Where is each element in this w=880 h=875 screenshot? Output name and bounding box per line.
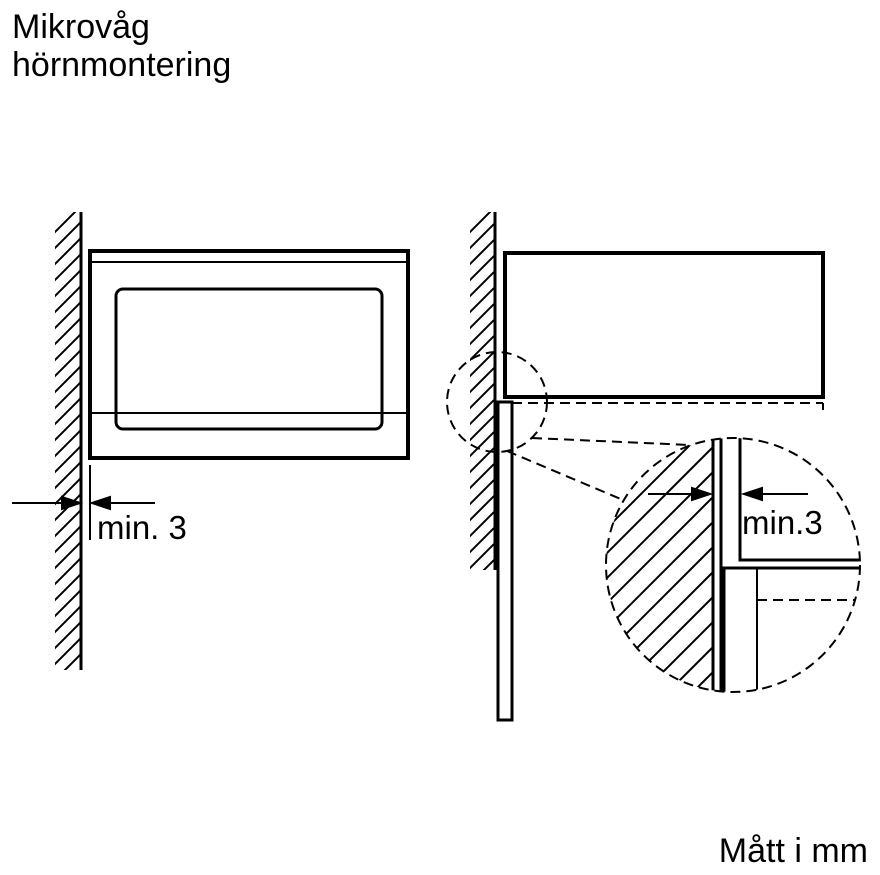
front-view bbox=[12, 212, 410, 670]
wall-hatching-left bbox=[55, 212, 82, 670]
cabinet-bottom-dashed bbox=[512, 402, 824, 410]
microwave-front bbox=[88, 249, 410, 460]
wall-trim-strip bbox=[494, 402, 498, 550]
cabinet-side-panel bbox=[496, 400, 514, 722]
detail-leader-lines bbox=[506, 437, 691, 501]
detail-magnifier bbox=[605, 437, 861, 693]
page-title: Mikrovåg hörnmontering bbox=[12, 8, 231, 84]
wall-hatching-right bbox=[470, 212, 496, 570]
microwave-side bbox=[503, 251, 825, 399]
gap-dimension-left bbox=[12, 465, 155, 540]
units-note: Mått i mm bbox=[718, 832, 868, 870]
detail-wall-hatching bbox=[606, 438, 713, 692]
title-line-2: hörnmontering bbox=[12, 46, 232, 84]
front-gap-label: min. 3 bbox=[97, 509, 187, 546]
gap-dimension-detail bbox=[648, 486, 808, 502]
detail-gap-label: min.3 bbox=[742, 504, 823, 541]
detail-marker-circle bbox=[446, 351, 548, 453]
detail-circle-outline bbox=[605, 437, 861, 693]
title-line-1: Mikrovåg bbox=[12, 8, 150, 46]
side-view bbox=[446, 212, 861, 722]
